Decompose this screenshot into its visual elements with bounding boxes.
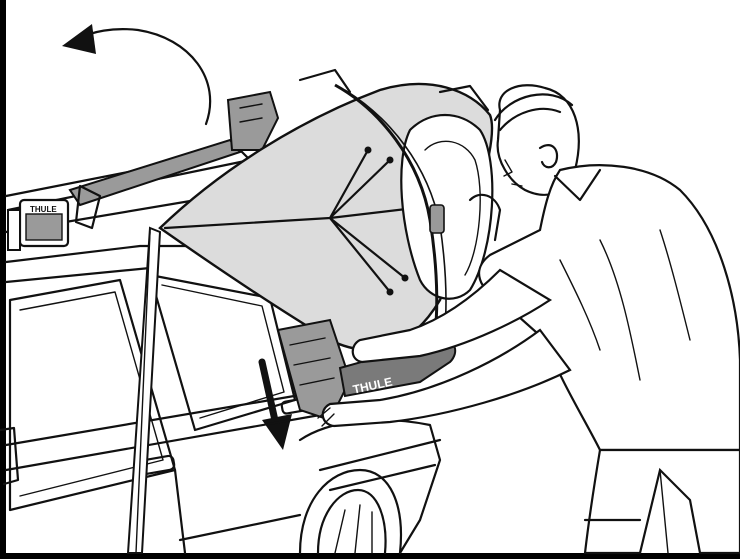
tie-down-strap: [128, 228, 160, 553]
left-border: [0, 0, 6, 559]
strap-buckle: [430, 205, 444, 233]
rotate-arrow-icon: [62, 24, 210, 124]
rack-brand-mark: THULE: [30, 205, 57, 214]
